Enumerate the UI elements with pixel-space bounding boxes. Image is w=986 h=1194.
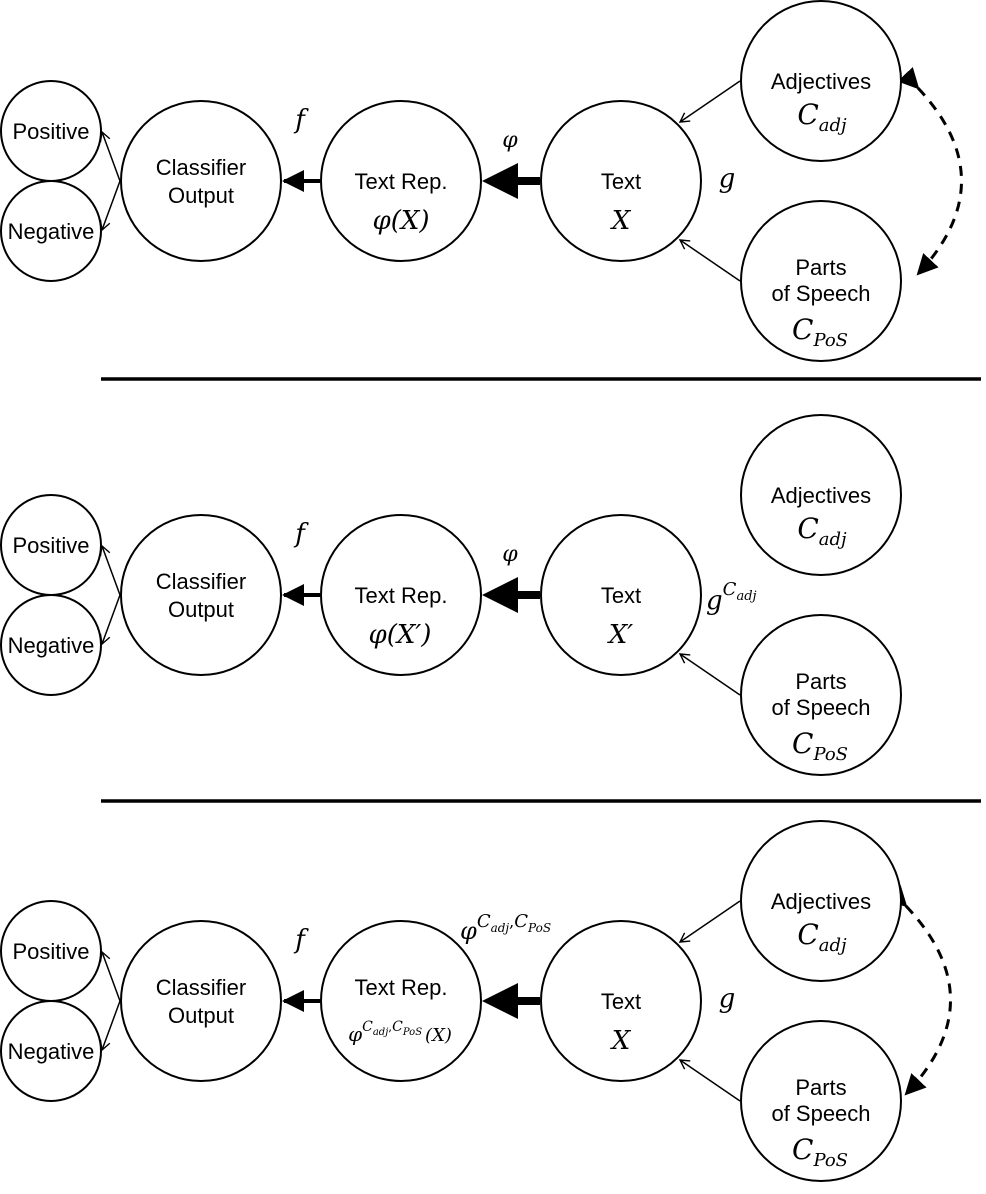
text-rep-math: φCadj,CPoS(X) [348, 1019, 452, 1046]
confounding-edge [897, 67, 963, 276]
classifier-output-node [120, 514, 282, 676]
edge-f-arrowhead [282, 990, 304, 1012]
text-rep-node [320, 100, 482, 262]
edge-phi-arrowhead [482, 577, 518, 613]
pos-label-line1: Parts [795, 255, 846, 280]
text-rep-node [320, 920, 482, 1082]
pos-label-line2: of Speech [771, 695, 870, 720]
adjectives-math: Cadj [797, 918, 847, 956]
negative-node [0, 1000, 102, 1102]
parts-of-speech-node [740, 200, 902, 362]
edge-phi-arrowhead [482, 983, 518, 1019]
panel-3: Positive Negative Classifier Output Text… [0, 820, 952, 1182]
pos-label-line1: Parts [795, 669, 846, 694]
adjectives-node [740, 820, 902, 982]
negative-label: Negative [8, 1039, 95, 1064]
pos-math: CPoS [792, 727, 848, 765]
adjectives-label: Adjectives [771, 889, 871, 914]
parts-of-speech-node [740, 614, 902, 776]
positive-label: Positive [12, 939, 89, 964]
edge-adjectives-text [678, 80, 741, 123]
edge-classifier-negative [99, 1000, 121, 1052]
text-node [540, 100, 702, 262]
adjectives-label: Adjectives [771, 69, 871, 94]
classifier-output-node [120, 920, 282, 1082]
edge-f-arrowhead [282, 170, 304, 192]
edge-classifier-negative [99, 594, 121, 646]
edge-label-f: f [293, 925, 309, 955]
edge-label-phi-do: φCadj,CPoS [460, 911, 551, 945]
text-math: X [610, 1026, 632, 1056]
edge-f-arrowhead [282, 584, 304, 606]
classifier-label-line2: Output [168, 1003, 234, 1028]
adjectives-node [740, 0, 902, 162]
text-rep-label: Text Rep. [355, 583, 448, 608]
adjectives-label: Adjectives [771, 483, 871, 508]
negative-node [0, 180, 102, 282]
pos-label-line1: Parts [795, 1075, 846, 1100]
adjectives-node [740, 414, 902, 576]
adjectives-math: Cadj [797, 512, 847, 550]
text-rep-node [320, 514, 482, 676]
text-node [540, 514, 702, 676]
edge-classifier-positive [99, 544, 121, 596]
text-label: Text [601, 583, 641, 608]
adjectives-math: Cadj [797, 98, 847, 136]
edge-pos-text [678, 653, 741, 696]
edge-classifier-negative [99, 180, 121, 232]
negative-label: Negative [8, 219, 95, 244]
classifier-label-line2: Output [168, 597, 234, 622]
negative-node [0, 594, 102, 696]
pos-label-line2: of Speech [771, 281, 870, 306]
edge-label-g: g [719, 164, 736, 194]
edge-adjectives-text [678, 900, 741, 943]
classifier-label-line1: Classifier [156, 569, 246, 594]
parts-of-speech-node [740, 1020, 902, 1182]
edge-label-f: f [293, 105, 309, 135]
edge-classifier-positive [99, 950, 121, 1002]
edge-phi-arrowhead [482, 163, 518, 199]
pos-math: CPoS [792, 1133, 848, 1171]
text-rep-label: Text Rep. [355, 169, 448, 194]
pos-label-line2: of Speech [771, 1101, 870, 1126]
panel-1: Positive Negative Classifier Output Text… [0, 0, 963, 362]
pos-math: CPoS [792, 313, 848, 351]
edge-label-g-do: gCadj [706, 579, 757, 616]
edge-classifier-positive [99, 130, 121, 182]
edge-label-phi: φ [502, 542, 518, 567]
negative-label: Negative [8, 633, 95, 658]
positive-label: Positive [12, 119, 89, 144]
text-rep-label: Text Rep. [355, 975, 448, 1000]
edge-label-phi: φ [502, 128, 518, 153]
classifier-label-line2: Output [168, 183, 234, 208]
edge-pos-text [678, 239, 741, 282]
text-label: Text [601, 169, 641, 194]
text-label: Text [601, 989, 641, 1014]
edge-label-g: g [719, 984, 736, 1014]
text-rep-math: φ(X′) [369, 620, 432, 650]
classifier-label-line1: Classifier [156, 975, 246, 1000]
text-math: X [610, 206, 632, 236]
classifier-label-line1: Classifier [156, 155, 246, 180]
edge-label-f: f [293, 519, 309, 549]
text-math: X′ [607, 620, 634, 650]
classifier-output-node [120, 100, 282, 262]
confounding-edge [885, 885, 952, 1096]
text-rep-math: φ(X) [372, 206, 429, 236]
text-node [540, 920, 702, 1082]
panel-2: Positive Negative Classifier Output Text… [0, 414, 902, 776]
edge-pos-text [678, 1059, 741, 1102]
positive-label: Positive [12, 533, 89, 558]
